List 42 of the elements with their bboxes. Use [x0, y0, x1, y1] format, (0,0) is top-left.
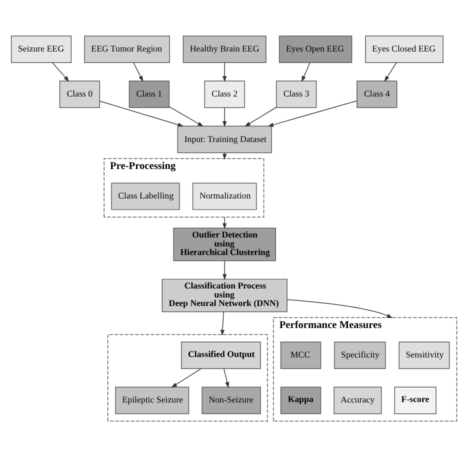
node-box: Specificity	[334, 341, 386, 368]
node-box: Seizure EEG	[10, 35, 72, 62]
node-box: EEG Tumor Region	[84, 35, 170, 62]
node-box: Healthy Brain EEG	[182, 35, 266, 62]
arrow	[222, 216, 227, 229]
node-box: Class 1	[128, 80, 170, 108]
arrow	[171, 368, 202, 388]
arrow	[384, 62, 397, 82]
node-box: Class 0	[59, 80, 100, 108]
arrow	[52, 62, 70, 82]
node-box: Classification Process using Deep Neural Network (DNN)	[162, 278, 288, 312]
arrow	[222, 62, 227, 82]
node-box: Epileptic Seizure	[115, 386, 190, 414]
node-box: Class 4	[356, 80, 398, 108]
arrow	[220, 310, 225, 336]
arrow	[222, 106, 227, 127]
arrow	[222, 152, 227, 160]
node-box: Accuracy	[334, 386, 382, 414]
node-box: Kappa	[280, 386, 322, 414]
arrow	[301, 62, 310, 82]
arrow	[224, 368, 230, 388]
node-box: Eyes Closed EEG	[365, 35, 444, 62]
node-box: Sensitivity	[398, 341, 450, 368]
arrow	[168, 106, 204, 126]
node-box: MCC	[280, 341, 322, 368]
node-box: Input: Training Dataset	[177, 125, 272, 153]
node-box: Class 3	[276, 80, 317, 108]
node-box: Class Labelling	[111, 182, 180, 210]
arrow	[244, 106, 277, 126]
node-box: Class 2	[204, 80, 245, 108]
arrow	[100, 100, 184, 126]
node-box: Normalization	[192, 182, 257, 210]
node-box: F-score	[394, 386, 436, 414]
arrow	[133, 62, 144, 82]
arrow	[268, 100, 358, 126]
node-box: Outlier Detection using Hierarchical Clustering	[173, 227, 276, 261]
node-box: Eyes Open EEG	[278, 35, 352, 62]
cluster	[107, 334, 268, 421]
node-box: Classified Output	[181, 341, 261, 368]
arrow	[222, 260, 227, 280]
arrow	[286, 298, 393, 318]
node-box: Non-Seizure	[202, 386, 261, 414]
